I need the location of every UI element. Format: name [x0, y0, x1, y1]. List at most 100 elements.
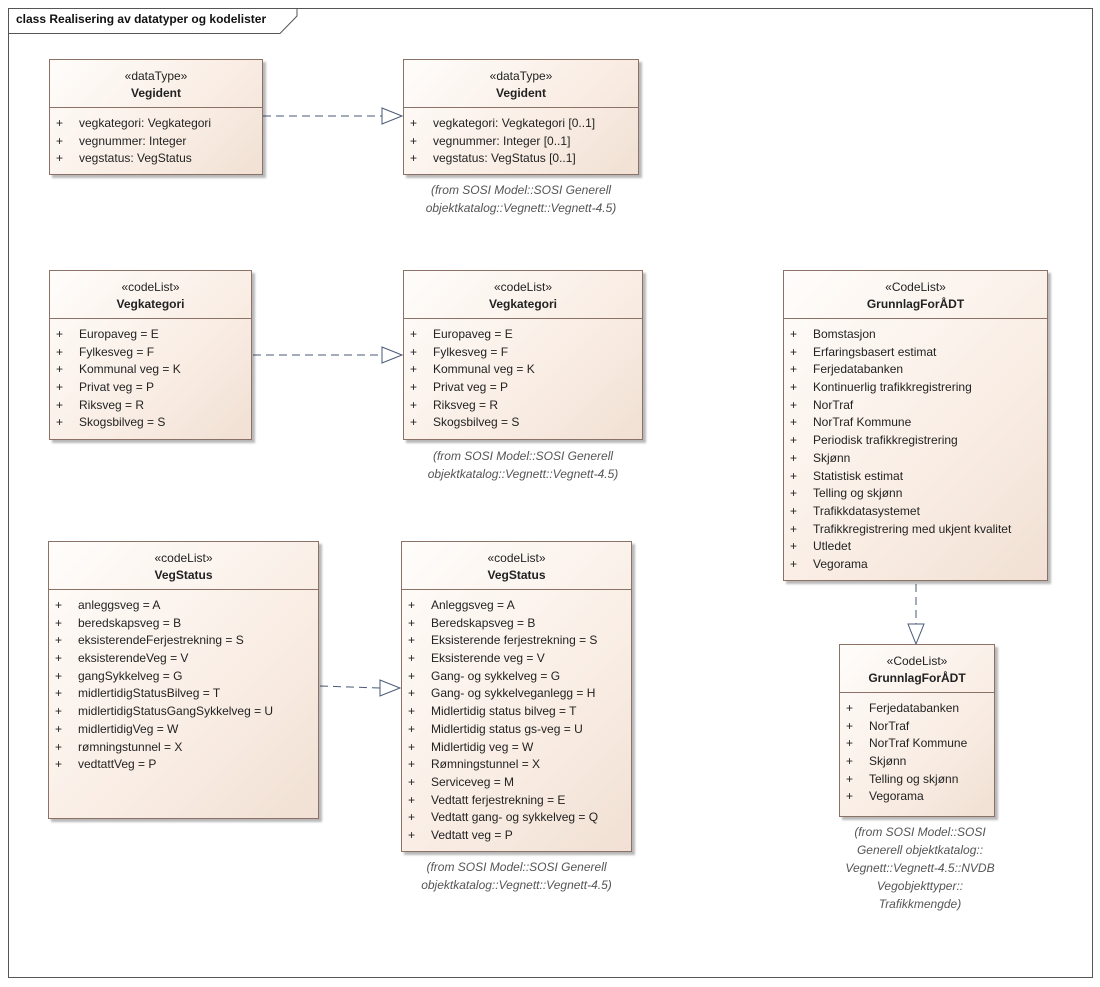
- attribute-label: Utledet: [813, 539, 852, 554]
- class-vegstatus-sosi[interactable]: «codeList» VegStatus +Anleggsveg = A +Be…: [401, 541, 632, 852]
- attribute-item: +vegkategori: Vegkategori: [50, 115, 262, 133]
- attribute-item: +Kommunal veg = K: [50, 361, 251, 379]
- attribute-item: +vegnummer: Integer: [50, 133, 262, 151]
- attribute-item: +Statistisk estimat: [784, 468, 1047, 486]
- visibility-marker: +: [790, 415, 798, 430]
- note-line: Vegobjekttyper::: [876, 879, 964, 893]
- class-vegkategori-local[interactable]: «codeList» Vegkategori +Europaveg = E +F…: [49, 270, 252, 440]
- attribute-label: Vedtatt ferjestrekning = E: [431, 792, 566, 807]
- attribute-item: + Utledet: [784, 538, 1047, 556]
- attribute-item: + Vedtatt veg = P: [402, 827, 631, 845]
- visibility-marker: +: [410, 415, 418, 430]
- visibility-marker: +: [55, 686, 63, 701]
- class-vegident-local[interactable]: «dataType» Vegident +vegkategori: Vegkat…: [49, 59, 263, 175]
- attribute-label: Fylkesveg = F: [79, 344, 155, 359]
- visibility-marker: +: [56, 362, 64, 377]
- attribute-item: +vegnummer: Integer [0..1]: [404, 133, 638, 151]
- visibility-marker: +: [408, 704, 416, 719]
- attribute-item: +Privat veg = P: [404, 379, 642, 397]
- attribute-label: vegstatus: VegStatus: [79, 151, 192, 166]
- visibility-marker: +: [790, 503, 798, 518]
- attribute-label: Ferjedatabanken: [813, 362, 904, 377]
- note-line: Trafikkmengde): [878, 897, 962, 911]
- class-header: «CodeList» GrunnlagForÅDT: [840, 645, 994, 693]
- attribute-label: Trafikkregistrering med ukjent kvalitet: [813, 521, 1012, 536]
- class-grunnlag-nvdb[interactable]: «CodeList» GrunnlagForÅDT +Ferjedatabank…: [839, 644, 995, 817]
- attribute-item: +Europaveg = E: [50, 326, 251, 344]
- attribute-item: +Midlertidig veg = W: [402, 739, 631, 757]
- class-name: VegStatus: [154, 568, 213, 582]
- attribute-item: +eksisterendeFerjestrekning = S: [49, 632, 318, 650]
- attribute-label: Kontinuerlig trafikkregistrering: [813, 380, 972, 395]
- attribute-label: vegkategori: Vegkategori: [79, 116, 212, 130]
- class-name: VegStatus: [487, 568, 546, 582]
- attribute-item: +Kommunal veg = K: [404, 361, 642, 379]
- attribute-list: +Ferjedatabanken +NorTraf +NorTraf Kommu…: [840, 693, 994, 806]
- visibility-marker: +: [790, 521, 798, 536]
- visibility-marker: +: [55, 668, 63, 683]
- attribute-label: Vedtatt veg = P: [431, 827, 513, 842]
- visibility-marker: +: [410, 397, 418, 412]
- visibility-marker: +: [55, 651, 63, 666]
- attribute-item: +Gang- og sykkelveg = G: [402, 668, 631, 686]
- visibility-marker: +: [408, 827, 416, 842]
- attribute-label: Gang- og sykkelveganlegg = H: [431, 686, 596, 701]
- attribute-item: +Telling og skjønn: [784, 485, 1047, 503]
- stereotype-label: «codeList»: [493, 280, 553, 294]
- visibility-marker: +: [410, 133, 418, 148]
- visibility-marker: +: [846, 771, 854, 786]
- class-header: «codeList» VegStatus: [49, 542, 318, 590]
- attribute-label: vegstatus: VegStatus [0..1]: [433, 151, 576, 166]
- attribute-item: +Vegorama: [840, 788, 994, 806]
- stereotype-label: «codeList»: [154, 551, 213, 565]
- class-vegstatus-local[interactable]: «codeList» VegStatus +anleggsveg = A +be…: [48, 541, 319, 819]
- attribute-item: +gangSykkelveg = G: [49, 668, 318, 686]
- attribute-label: Skjønn: [869, 754, 907, 769]
- note-line: objektkatalog::Vegnett::Vegnett-4.5): [427, 467, 619, 481]
- visibility-marker: +: [408, 633, 416, 648]
- visibility-marker: +: [56, 397, 64, 412]
- visibility-marker: +: [55, 704, 63, 719]
- visibility-marker: +: [408, 810, 416, 825]
- attribute-item: +vegstatus: VegStatus: [50, 150, 262, 168]
- attribute-item: +Telling og skjønn: [840, 771, 994, 789]
- visibility-marker: +: [55, 739, 63, 754]
- visibility-marker: +: [55, 598, 63, 612]
- visibility-marker: +: [410, 344, 418, 359]
- class-header: «CodeList» GrunnlagForÅDT: [784, 271, 1047, 319]
- attribute-item: +Midlertidig status gs-veg = U: [402, 721, 631, 739]
- attribute-label: Serviceveg = M: [431, 774, 515, 789]
- attribute-label: vedtattVeg = P: [78, 757, 157, 772]
- attribute-label: Privat veg = P: [79, 380, 155, 395]
- attribute-list: +Europaveg = E +Fylkesveg = F +Kommunal …: [404, 319, 642, 432]
- visibility-marker: +: [790, 539, 798, 554]
- attribute-label: NorTraf: [869, 718, 910, 733]
- attribute-label: Erfaringsbasert estimat: [813, 344, 937, 359]
- visibility-marker: +: [410, 362, 418, 377]
- attribute-label: vegnummer: Integer: [79, 133, 187, 148]
- class-name: GrunnlagForÅDT: [866, 297, 965, 311]
- class-vegident-sosi[interactable]: «dataType» Vegident +vegkategori: Vegkat…: [403, 59, 639, 175]
- attribute-item: +Rømningstunnel = X: [402, 756, 631, 774]
- visibility-marker: +: [790, 380, 798, 395]
- attribute-label: Skjønn: [813, 450, 851, 465]
- attribute-label: Midlertidig status bilveg = T: [431, 704, 577, 719]
- attribute-item: + Midlertidig status bilveg = T: [402, 703, 631, 721]
- attribute-label: NorTraf Kommune: [813, 415, 912, 430]
- attribute-item: +Skjønn: [784, 450, 1047, 468]
- attribute-label: eksisterendeVeg = V: [78, 651, 189, 666]
- visibility-marker: +: [408, 598, 416, 612]
- visibility-marker: +: [846, 736, 854, 751]
- attribute-item: +Serviceveg = M: [402, 774, 631, 792]
- class-vegkategori-sosi[interactable]: «codeList» Vegkategori +Europaveg = E +F…: [403, 270, 643, 440]
- attribute-list: +Bomstasjon + Erfaringsbasert estimat + Fe…: [784, 319, 1047, 574]
- class-grunnlag-full[interactable]: «CodeList» GrunnlagForÅDT +Bomstasjon + E…: [783, 270, 1048, 581]
- attribute-item: +Bomstasjon: [784, 326, 1047, 344]
- attribute-list: +vegkategori: Vegkategori +vegnummer: In…: [50, 108, 262, 168]
- attribute-item: +Riksveg = R: [404, 397, 642, 415]
- attribute-item: + Kontinuerlig trafikkregistrering: [784, 379, 1047, 397]
- note-line: (from SOSI Model::SOSI: [854, 825, 986, 839]
- realization-grunnlag-arrowhead: [907, 623, 925, 646]
- attribute-item: +NorTraf: [784, 397, 1047, 415]
